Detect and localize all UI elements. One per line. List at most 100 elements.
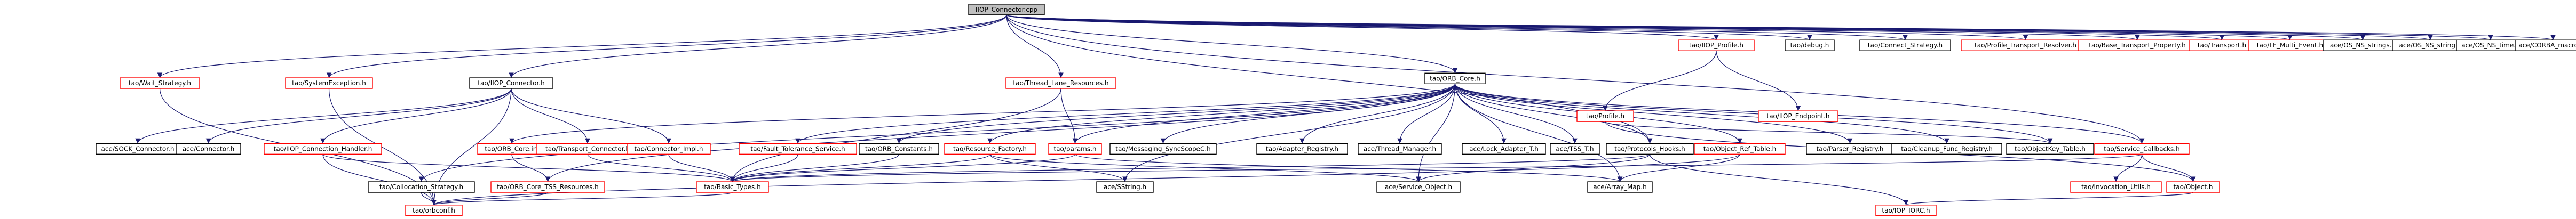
node-iiop-connection-handler[interactable]: tao/IIOP_Connection_Handler.h (264, 143, 382, 155)
node-label: tao/Cleanup_Func_Registry.h (1901, 145, 1993, 152)
edge-orb-core-to-cleanup-func-registry (1454, 84, 1949, 144)
node-lf-multi-event[interactable]: tao/LF_Multi_Event.h (2248, 39, 2332, 51)
node-sstring[interactable]: ace/SString.h (1096, 181, 1154, 193)
edge-resource-factory-to-basic-types (730, 153, 990, 182)
node-orbconf[interactable]: tao/orbconf.h (405, 205, 463, 216)
node-system-exception[interactable]: tao/SystemException.h (285, 77, 373, 89)
node-base-transport-property[interactable]: tao/Base_Transport_Property.h (2078, 39, 2197, 51)
node-messaging-syncscopec[interactable]: tao/Messaging_SyncScopeC.h (1109, 143, 1217, 155)
node-box (1859, 39, 1951, 51)
node-label: tao/Protocols_Hooks.h (1614, 145, 1685, 152)
node-label: tao/Connector_Impl.h (635, 145, 703, 152)
node-cpp[interactable]: IIOP_Connector.cpp (968, 4, 1045, 15)
node-box (1587, 181, 1653, 193)
node-transport[interactable]: tao/Transport.h (2189, 39, 2255, 51)
node-label: tao/Base_Transport_Property.h (2089, 42, 2185, 49)
node-lock-adapter-t[interactable]: ace/Lock_Adapter_T.h (1462, 143, 1546, 155)
node-corba-macros[interactable]: ace/CORBA_macros.h (2515, 39, 2576, 51)
node-sock-connector[interactable]: ace/SOCK_Connector.h (96, 143, 180, 155)
node-basic-types[interactable]: tao/Basic_Types.h (696, 181, 769, 193)
node-iiop-endpoint[interactable]: tao/IIOP_Endpoint.h (1758, 110, 1838, 122)
edge-orb-core-to-messaging-syncscopec (1160, 84, 1456, 144)
node-connect-strategy[interactable]: tao/Connect_Strategy.h (1859, 39, 1951, 51)
edge-orb-core-inl-to-orb-core-tss-resources (511, 154, 551, 182)
node-profile-transport-resolver[interactable]: tao/Profile_Transport_Resolver.h (1961, 39, 2090, 51)
edge-object-ref-table-to-orbconf (431, 153, 1740, 206)
node-box (1785, 39, 1835, 51)
node-thread-lane-resources[interactable]: tao/Thread_Lane_Resources.h (1005, 77, 1116, 89)
edge-iiop-connector-h-to-ace-connector (205, 88, 512, 144)
node-transport-connector[interactable]: tao/Transport_Connector.h (536, 143, 639, 155)
node-label: ace/SString.h (1104, 183, 1146, 191)
node-objectkey-table[interactable]: tao/ObjectKey_Table.h (2006, 143, 2094, 155)
node-label: tao/ORB_Constants.h (865, 145, 933, 152)
node-resource-factory[interactable]: tao/Resource_Factory.h (944, 143, 1036, 155)
edge-orb-core-to-array-map (1454, 84, 1623, 182)
edge-orb-core-to-orb-core-tss-resources (545, 84, 1456, 182)
node-adapter-registry[interactable]: tao/Adapter_Registry.h (1256, 143, 1348, 155)
node-params[interactable]: tao/params.h (1048, 143, 1102, 155)
edge-orb-core-to-parser-registry (1454, 84, 1853, 144)
node-box (1462, 143, 1546, 155)
node-box (469, 77, 553, 89)
node-box (696, 181, 769, 193)
node-box (176, 143, 241, 155)
edge-iiop-connector-h-to-sock-connector (135, 88, 512, 144)
node-label: tao/Basic_Types.h (704, 183, 760, 191)
node-box (2515, 39, 2576, 51)
node-label: tao/Wait_Strategy.h (129, 79, 191, 87)
node-label: tao/ORB_Core_TSS_Resources.h (497, 183, 599, 191)
edge-transport-connector-to-basic-types (587, 154, 735, 182)
node-collocation-strategy[interactable]: tao/Collocation_Strategy.h (368, 181, 475, 193)
node-cleanup-func-registry[interactable]: tao/Cleanup_Func_Registry.h (1891, 143, 2002, 155)
node-label: tao/Fault_Tolerance_Service.h (750, 145, 845, 152)
node-ace-connector[interactable]: ace/Connector.h (176, 143, 241, 155)
node-label: tao/IIOP_Connector.h (478, 79, 544, 87)
edge-orb-core-to-tss-t (1454, 84, 1578, 144)
edge-connector-impl-to-basic-types (668, 154, 735, 182)
node-service-callbacks[interactable]: tao/Service_Callbacks.h (2094, 143, 2190, 155)
edge-orb-core-to-thread-manager (1397, 84, 1456, 144)
node-iop-iorc[interactable]: tao/IOP_IORC.h (1875, 205, 1937, 216)
node-fault-tolerance-service[interactable]: tao/Fault_Tolerance_Service.h (739, 143, 857, 155)
node-thread-manager[interactable]: ace/Thread_Manager.h (1358, 143, 1442, 155)
edge-object-to-iop-iorc (1904, 192, 2194, 206)
node-parser-registry[interactable]: tao/Parser_Registry.h (1806, 143, 1894, 155)
node-label: tao/Messaging_SyncScopeC.h (1115, 145, 1211, 152)
edge-cpp-to-iiop-profile (1006, 14, 1719, 40)
node-connector-impl[interactable]: tao/Connector_Impl.h (627, 143, 711, 155)
node-protocols-hooks[interactable]: tao/Protocols_Hooks.h (1606, 143, 1694, 155)
node-orb-core-tss-resources[interactable]: tao/ORB_Core_TSS_Resources.h (490, 181, 605, 193)
node-wait-strategy[interactable]: tao/Wait_Strategy.h (120, 77, 200, 89)
node-tss-t[interactable]: ace/TSS_T.h (1550, 143, 1600, 155)
node-service-object[interactable]: ace/Service_Object.h (1376, 181, 1461, 193)
node-label: tao/IIOP_Connection_Handler.h (274, 145, 372, 152)
node-profile[interactable]: tao/Profile.h (1576, 110, 1634, 122)
node-object-ref-table[interactable]: tao/Object_Ref_Table.h (1694, 143, 1786, 155)
node-os-ns-time[interactable]: ace/OS_NS_time.h (2456, 39, 2525, 51)
node-label: ace/OS_NS_strings.h (2330, 42, 2396, 49)
node-box (285, 77, 373, 89)
node-label: tao/Service_Callbacks.h (2104, 145, 2179, 152)
edge-object-ref-table-to-array-map (1617, 154, 1740, 182)
node-box (405, 205, 463, 216)
node-debug[interactable]: tao/debug.h (1785, 39, 1835, 51)
node-orb-constants[interactable]: tao/ORB_Constants.h (859, 143, 939, 155)
node-object[interactable]: tao/Object.h (2166, 181, 2220, 193)
node-os-ns-strings[interactable]: ace/OS_NS_strings.h (2323, 39, 2403, 51)
node-box (1678, 39, 1755, 51)
node-label: tao/IIOP_Profile.h (1689, 42, 1743, 49)
node-label: tao/SystemException.h (292, 79, 366, 87)
node-label: tao/Invocation_Utils.h (2081, 183, 2151, 191)
node-box (2070, 181, 2162, 193)
node-orb-core-inl[interactable]: tao/ORB_Core.inl (477, 143, 546, 155)
node-label: tao/Thread_Lane_Resources.h (1013, 79, 1108, 87)
node-invocation-utils[interactable]: tao/Invocation_Utils.h (2070, 181, 2162, 193)
node-iiop-profile[interactable]: tao/IIOP_Profile.h (1678, 39, 1755, 51)
edge-orb-core-to-collocation-strategy (418, 84, 1456, 182)
node-box (1109, 143, 1217, 155)
node-array-map[interactable]: ace/Array_Map.h (1587, 181, 1653, 193)
node-os-ns-string[interactable]: ace/OS_NS_string.h (2392, 39, 2469, 51)
node-iiop-connector-h[interactable]: tao/IIOP_Connector.h (469, 77, 553, 89)
node-orb-core[interactable]: tao/ORB_Core.h (1424, 72, 1486, 84)
